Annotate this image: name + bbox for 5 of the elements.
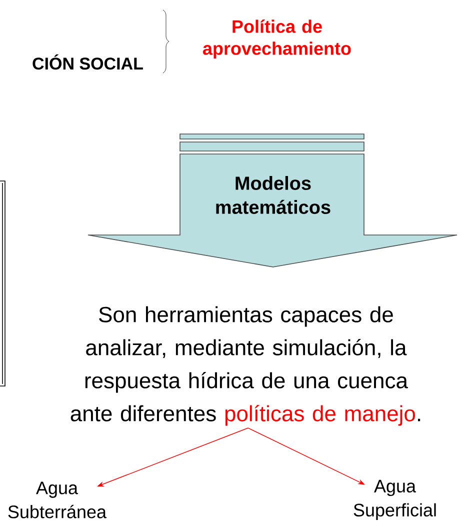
description-text: Son herramientas capaces de analizar, mediante simulación, la respuesta hídrica de una cuenca ante diferentes políticas de manejo. bbox=[70, 306, 420, 426]
policy-note: Política de aprovechamiento bbox=[203, 20, 351, 58]
category-label: Agua Subterránea bbox=[8, 482, 107, 518]
heading-text: CIÓN SOCIAL bbox=[32, 54, 143, 70]
category-label: Agua Superficial bbox=[354, 480, 436, 520]
